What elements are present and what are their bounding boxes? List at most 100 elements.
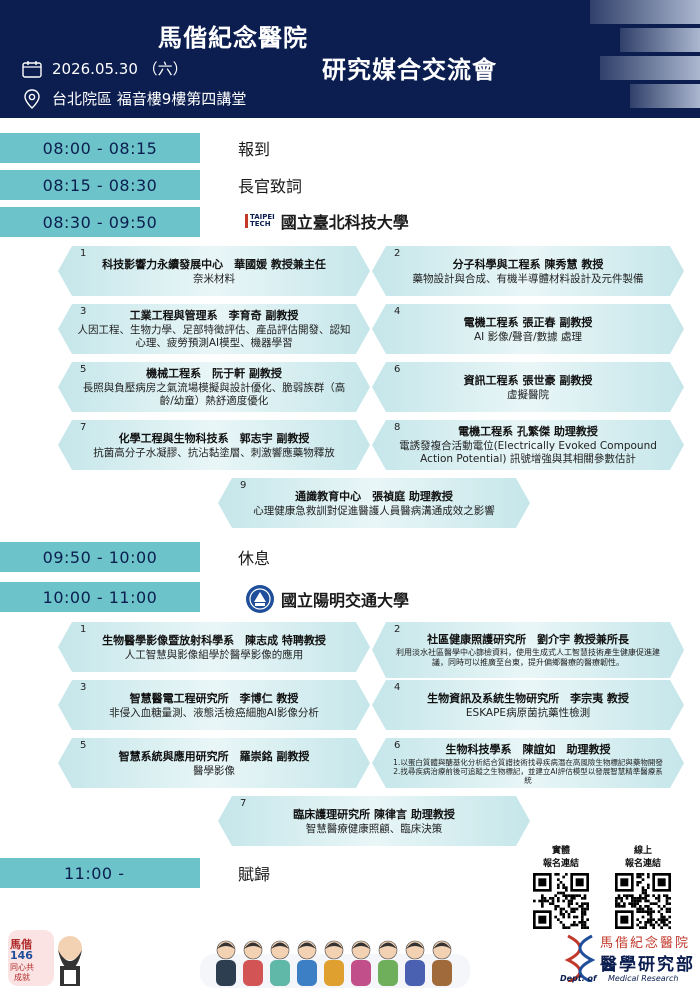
schedule-row: 08:00 - 08:15 報到 xyxy=(0,133,700,163)
talk-number: 6 xyxy=(394,740,401,751)
time-slot: 10:00 - 11:00 xyxy=(0,582,200,612)
session-label: 長官致詞 xyxy=(238,177,303,196)
mascot-line2: 成就 xyxy=(14,973,30,982)
talk-topic: 非侵入血糖量測、液態活檢癌細胞AI影像分析 xyxy=(109,706,319,719)
onsite-qr-code[interactable] xyxy=(533,873,589,929)
speaker-name: 電機工程系 孔繁傑 助理教授 xyxy=(458,425,598,438)
speaker-name: 工業工程與管理系 李育奇 副教授 xyxy=(129,309,299,322)
dna-helix-icon xyxy=(564,934,596,982)
session-label: 休息 xyxy=(238,549,271,568)
institution-name: 國立臺北科技大學 xyxy=(280,213,409,232)
talk-topic: 智慧醫療健康照顧、臨床決策 xyxy=(305,822,443,835)
session-label: 報到 xyxy=(238,140,271,159)
online-label-2: 報名連結 xyxy=(624,859,661,869)
talk-number: 3 xyxy=(80,682,87,693)
talk-card: 6 資訊工程系 張世豪 副教授虛擬醫院 xyxy=(372,362,684,412)
talk-topic: 長照與負壓病房之氣流場模擬與設計優化、脆弱族群（高齡/幼童）熱舒適度優化 xyxy=(82,382,346,407)
dept-logo: 馬偕紀念醫院 醫學研究部 Dept. of Medical Research xyxy=(560,930,698,988)
talk-topic: 虛擬醫院 xyxy=(507,388,549,401)
talk-number: 8 xyxy=(394,422,401,433)
talk-topic: 人工智慧與影像組學於醫學影像的應用 xyxy=(124,648,304,661)
mascot-illustration xyxy=(8,930,82,986)
speaker-name: 智慧醫電工程研究所 李博仁 教授 xyxy=(129,691,299,705)
talk-card: 2 社區健康照護研究所 劉介宇 教授兼所長利用淡水社區醫學中心篩檢資料，使用生成式… xyxy=(372,622,684,678)
online-label-1: 線上 xyxy=(633,846,652,856)
talk-card: 7 化學工程與生物科技系 郭志宇 副教授抗菌高分子水凝膠、抗沾黏塗層、刺激響應藥物… xyxy=(58,420,370,470)
speaker-name: 化學工程與生物科技系 郭志宇 副教授 xyxy=(118,431,310,445)
talk-number: 4 xyxy=(394,682,401,693)
institution-nycu: 國立陽明交通大學 xyxy=(245,584,409,614)
schedule-row: 10:00 - 11:00 國立陽明交通大學 xyxy=(0,582,700,614)
speaker-name: 生物資訊及系統生物研究所 李宗夷 教授 xyxy=(427,691,629,705)
event-title-line2: 研究媒合交流會 xyxy=(322,56,497,84)
calendar-icon xyxy=(22,60,42,78)
talk-topic: 心理健康急救訓對促進醫護人員醫病溝通成效之影響 xyxy=(253,504,495,517)
time-slot: 08:30 - 09:50 xyxy=(0,207,200,237)
banner-stripe xyxy=(600,56,700,80)
location-pin-icon xyxy=(24,88,40,109)
mascot-text: 馬偕 xyxy=(10,938,32,951)
talk-card: 3 智慧醫電工程研究所 李博仁 教授非侵入血糖量測、液態活檢癌細胞AI影像分析 xyxy=(58,680,370,730)
session-label: 賦歸 xyxy=(238,865,271,884)
time-slot: 08:15 - 08:30 xyxy=(0,170,200,200)
online-qr-code[interactable] xyxy=(615,873,671,929)
speaker-name: 生物醫學影像暨放射科學系 陳志成 特聘教授 xyxy=(102,633,326,647)
talk-topic: 1.以蛋白質體與醣基化分析結合質譜技術找尋疾病潛在高風險生物標記與藥物開發 2.… xyxy=(393,757,663,785)
online-registration: 線上 報名連結 xyxy=(615,843,671,932)
talk-number: 9 xyxy=(240,480,247,491)
nycu-emblem-icon xyxy=(246,585,274,613)
schedule-row: 11:00 - 賦歸 xyxy=(0,858,700,888)
characters-icon xyxy=(200,940,470,988)
talk-card: 2 分子科學與工程系 陳秀慧 教授藥物設計與合成、有機半導體材料設計及元件製備 xyxy=(372,246,684,296)
speaker-name: 資訊工程系 張世豪 副教授 xyxy=(463,373,593,387)
onsite-label-2: 報名連結 xyxy=(542,859,579,869)
speaker-name: 電機工程系 張正春 副教授 xyxy=(463,315,593,329)
speaker-name: 社區健康照護研究所 劉介宇 教授兼所長 xyxy=(427,633,629,646)
talk-number: 6 xyxy=(394,364,401,375)
mascot-logo: 馬偕 146 同心共 成就 xyxy=(6,926,96,988)
talk-topic: 抗菌高分子水凝膠、抗沾黏塗層、刺激響應藥物釋放 xyxy=(93,446,335,459)
speaker-name: 機械工程系 阮于軒 副教授 xyxy=(146,367,282,380)
talk-number: 5 xyxy=(80,740,87,751)
talk-number: 7 xyxy=(80,422,87,433)
talk-topic: ESKAPE病原菌抗藥性檢測 xyxy=(465,706,591,719)
talk-topic: 醫學影像 xyxy=(193,764,235,777)
event-location: 台北院區 福音樓9樓第四講堂 xyxy=(52,90,247,108)
talk-number: 3 xyxy=(80,306,87,317)
speaker-name: 生物科技學系 陳誼如 助理教授 xyxy=(445,742,611,756)
talk-card: 1 科技影響力永續發展中心 華國媛 教授兼主任奈米材料 xyxy=(58,246,370,296)
talk-topic: 利用淡水社區醫學中心篩檢資料，使用生成式人工智慧技術產生健康促進建議，同時可以推… xyxy=(396,648,660,667)
talk-topic: 藥物設計與合成、有機半導體材料設計及元件製備 xyxy=(412,272,644,285)
time-slot: 09:50 - 10:00 xyxy=(0,542,200,572)
talk-card: 9 通識教育中心 張禎庭 助理教授心理健康急救訓對促進醫護人員醫病溝通成效之影響 xyxy=(218,478,530,528)
mascot-line1: 同心共 xyxy=(10,963,34,972)
dept-en-line1: Dept. of xyxy=(560,974,597,983)
header-banner: 馬偕紀念醫院 研究媒合交流會 2026.05.30 （六） 台北院區 福音樓9樓… xyxy=(0,0,700,118)
schedule-row: 09:50 - 10:00 休息 xyxy=(0,542,700,572)
talk-topic: 奈米材料 xyxy=(193,272,235,285)
event-date-row: 2026.05.30 （六） xyxy=(22,58,188,79)
speaker-name: 通識教育中心 張禎庭 助理教授 xyxy=(295,489,453,503)
banner-stripe xyxy=(620,28,700,52)
speaker-name: 分子科學與工程系 陳秀慧 教授 xyxy=(452,257,604,271)
speaker-name: 科技影響力永續發展中心 華國媛 教授兼主任 xyxy=(102,257,326,271)
talk-number: 1 xyxy=(80,248,87,259)
time-slot: 08:00 - 08:15 xyxy=(0,133,200,163)
talk-number: 2 xyxy=(394,248,401,259)
dept-name-line1: 馬偕紀念醫院 xyxy=(600,936,691,951)
onsite-registration: 實體 報名連結 xyxy=(533,843,589,932)
talk-number: 2 xyxy=(394,624,401,635)
banner-stripe xyxy=(590,0,700,24)
